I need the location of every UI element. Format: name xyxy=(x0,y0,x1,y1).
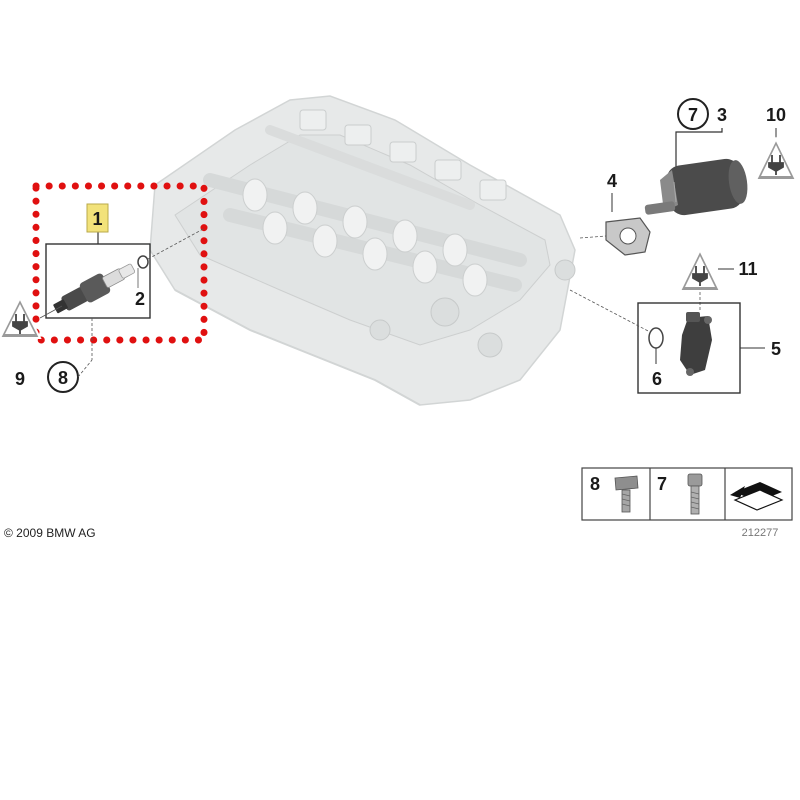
cylinder-head-illustration xyxy=(149,95,576,406)
callout-9-label[interactable]: 9 xyxy=(15,369,25,389)
callout-1-label: 1 xyxy=(92,209,102,229)
highlight-box xyxy=(32,182,208,344)
o-ring-part[interactable] xyxy=(137,255,149,269)
callout-7-top-label: 7 xyxy=(688,105,698,125)
gasket-part[interactable] xyxy=(605,217,651,256)
callout-2-label[interactable]: 2 xyxy=(135,289,145,309)
callout-11-label[interactable]: 11 xyxy=(738,259,757,279)
callout-4-label[interactable]: 4 xyxy=(607,171,617,191)
legend-7-label[interactable]: 7 xyxy=(657,474,667,494)
bolt-icon[interactable] xyxy=(614,475,639,513)
copyright-text: © 2009 BMW AG xyxy=(4,526,96,540)
electrical-warning-icon[interactable] xyxy=(0,295,42,339)
callout-10-label[interactable]: 10 xyxy=(766,105,786,125)
callout-3-label[interactable]: 3 xyxy=(717,105,727,125)
diagram-number: 212277 xyxy=(742,527,779,539)
actuator-motor-part[interactable] xyxy=(644,157,750,217)
legend-8-label[interactable]: 8 xyxy=(590,474,600,494)
callout-6-label[interactable]: 6 xyxy=(652,369,662,389)
electrical-warning-icon[interactable] xyxy=(754,136,798,181)
camshaft-sensor-part[interactable] xyxy=(680,312,712,376)
electrical-warning-icon[interactable] xyxy=(678,247,722,292)
callout-8-label: 8 xyxy=(58,368,68,388)
arrow-direction-icon xyxy=(730,482,784,511)
callout-1-tag[interactable] xyxy=(86,203,109,233)
cap-screw-icon[interactable] xyxy=(687,473,703,515)
callout-7-circle[interactable] xyxy=(677,98,709,130)
callout-5-label[interactable]: 5 xyxy=(771,339,781,359)
sensor-o-ring[interactable] xyxy=(648,327,664,349)
solenoid-valve-part[interactable] xyxy=(50,258,138,319)
